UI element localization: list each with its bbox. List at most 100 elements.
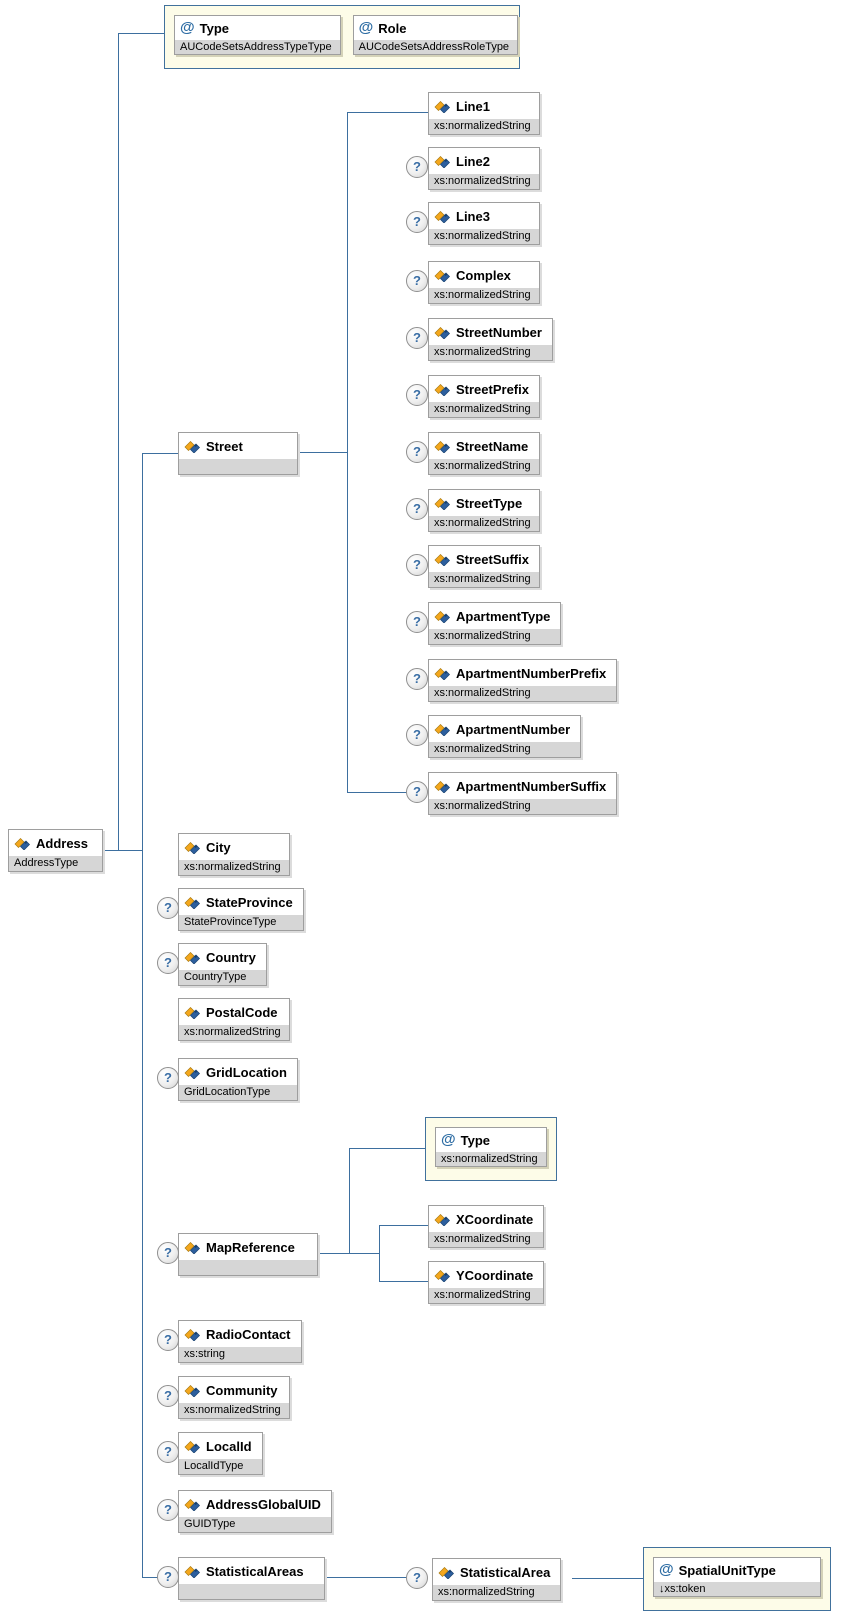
element-node-address[interactable]: Address AddressType — [8, 829, 103, 872]
attribute-node-map-type[interactable]: @Type xs:normalizedString — [435, 1127, 547, 1167]
element-label: StatisticalAreas — [206, 1563, 304, 1579]
element-node-streetprefix[interactable]: StreetPrefix xs:normalizedString — [428, 375, 540, 418]
element-node-country[interactable]: Country CountryType — [178, 943, 267, 986]
connector-line — [325, 1577, 407, 1578]
element-node-street[interactable]: Street — [178, 432, 298, 475]
optional-indicator: ? — [406, 156, 428, 178]
element-node-statisticalareas[interactable]: StatisticalAreas — [178, 1557, 325, 1600]
element-node-apartmentnumbersuffix[interactable]: ApartmentNumberSuffix xs:normalizedStrin… — [428, 772, 618, 815]
element-type: CountryType — [179, 970, 266, 985]
element-node-line2[interactable]: Line2 xs:normalizedString — [428, 147, 540, 190]
element-type: xs:normalizedString — [429, 402, 539, 417]
element-node-localid[interactable]: LocalId LocalIdType — [178, 1432, 263, 1475]
optional-indicator: ? — [406, 384, 428, 406]
attribute-node-spatialunittype[interactable]: @SpatialUnitType ↓xs:token — [653, 1557, 821, 1597]
element-label: Line1 — [456, 98, 490, 114]
element-icon — [184, 1240, 201, 1255]
optional-indicator: ? — [157, 1566, 179, 1588]
element-type: xs:normalizedString — [429, 345, 552, 360]
element-node-complex[interactable]: Complex xs:normalizedString — [428, 261, 540, 304]
element-node-radiocontact[interactable]: RadioContact xs:string — [178, 1320, 302, 1363]
element-node-line1[interactable]: Line1 xs:normalizedString — [428, 92, 540, 135]
element-node-streetnumber[interactable]: StreetNumber xs:normalizedString — [428, 318, 553, 361]
attribute-node-role[interactable]: @Role AUCodeSetsAddressRoleType — [352, 15, 519, 55]
connector-line — [349, 1148, 425, 1149]
element-icon — [434, 99, 451, 114]
optional-indicator: ? — [406, 554, 428, 576]
element-icon — [434, 1268, 451, 1283]
element-node-stateprovince[interactable]: StateProvince StateProvinceType — [178, 888, 304, 931]
element-type: AddressType — [9, 856, 102, 871]
element-label: PostalCode — [206, 1004, 278, 1020]
attribute-node-type[interactable]: @Type AUCodeSetsAddressTypeType — [174, 15, 341, 55]
connector-line — [118, 33, 119, 850]
element-label: StreetPrefix — [456, 381, 529, 397]
optional-indicator: ? — [157, 1067, 179, 1089]
element-icon — [184, 840, 201, 855]
attribute-label: SpatialUnitType — [678, 1562, 776, 1578]
element-type: xs:normalizedString — [429, 288, 539, 303]
element-type: GUIDType — [179, 1517, 331, 1532]
element-type: xs:normalizedString — [429, 516, 539, 531]
element-label: LocalId — [206, 1438, 252, 1454]
element-type: xs:string — [179, 1347, 301, 1362]
element-node-addressglobaluid[interactable]: AddressGlobalUID GUIDType — [178, 1490, 332, 1533]
connector-line — [318, 1253, 379, 1254]
element-label: MapReference — [206, 1239, 295, 1255]
element-type: LocalIdType — [179, 1459, 262, 1474]
element-label: StreetType — [456, 495, 523, 511]
element-type: StateProvinceType — [179, 915, 303, 930]
attribute-group-container: @Type AUCodeSetsAddressTypeType @Role AU… — [164, 5, 520, 69]
attribute-type: xs:normalizedString — [436, 1152, 546, 1166]
element-node-streetname[interactable]: StreetName xs:normalizedString — [428, 432, 540, 475]
attribute-label: Type — [199, 20, 230, 36]
element-label: StreetName — [456, 438, 529, 454]
element-type: xs:normalizedString — [429, 686, 617, 701]
element-node-streetsuffix[interactable]: StreetSuffix xs:normalizedString — [428, 545, 540, 588]
element-label: Community — [206, 1382, 278, 1398]
element-node-streettype[interactable]: StreetType xs:normalizedString — [428, 489, 540, 532]
connector-line — [142, 1577, 162, 1578]
element-label: RadioContact — [206, 1326, 291, 1342]
element-type: xs:normalizedString — [179, 1025, 289, 1040]
optional-indicator: ? — [406, 327, 428, 349]
element-type: xs:normalizedString — [429, 742, 581, 757]
connector-line — [290, 452, 347, 453]
connector-line — [347, 112, 430, 113]
element-node-gridlocation[interactable]: GridLocation GridLocationType — [178, 1058, 298, 1101]
element-node-apartmentnumberprefix[interactable]: ApartmentNumberPrefix xs:normalizedStrin… — [428, 659, 618, 702]
element-icon — [434, 666, 451, 681]
element-icon — [434, 439, 451, 454]
element-node-line3[interactable]: Line3 xs:normalizedString — [428, 202, 540, 245]
element-node-community[interactable]: Community xs:normalizedString — [178, 1376, 290, 1419]
element-node-city[interactable]: City xs:normalizedString — [178, 833, 290, 876]
attribute-type: AUCodeSetsAddressRoleType — [353, 40, 518, 54]
element-icon — [184, 950, 201, 965]
element-icon — [434, 496, 451, 511]
element-type: GridLocationType — [179, 1085, 297, 1100]
optional-indicator: ? — [406, 211, 428, 233]
element-label: ApartmentNumberSuffix — [456, 778, 607, 794]
element-node-ycoordinate[interactable]: YCoordinate xs:normalizedString — [428, 1261, 545, 1304]
element-node-statisticalarea[interactable]: StatisticalArea xs:normalizedString — [432, 1558, 562, 1601]
element-icon — [184, 895, 201, 910]
element-label: Country — [206, 949, 256, 965]
element-node-xcoordinate[interactable]: XCoordinate xs:normalizedString — [428, 1205, 545, 1248]
element-label: ApartmentType — [456, 608, 551, 624]
element-node-apartmentnumber[interactable]: ApartmentNumber xs:normalizedString — [428, 715, 582, 758]
element-icon — [434, 325, 451, 340]
element-type: xs:normalizedString — [433, 1585, 561, 1600]
optional-indicator: ? — [406, 724, 428, 746]
connector-line — [379, 1225, 380, 1281]
attribute-label: Type — [460, 1132, 491, 1148]
element-type — [179, 1584, 324, 1599]
element-icon — [184, 439, 201, 454]
element-node-apartmenttype[interactable]: ApartmentType xs:normalizedString — [428, 602, 562, 645]
element-node-postalcode[interactable]: PostalCode xs:normalizedString — [178, 998, 290, 1041]
element-node-mapreference[interactable]: MapReference — [178, 1233, 318, 1276]
element-label: StateProvince — [206, 894, 293, 910]
element-icon — [184, 1005, 201, 1020]
element-label: ApartmentNumber — [456, 721, 571, 737]
element-type: xs:normalizedString — [179, 1403, 289, 1418]
element-icon — [184, 1065, 201, 1080]
